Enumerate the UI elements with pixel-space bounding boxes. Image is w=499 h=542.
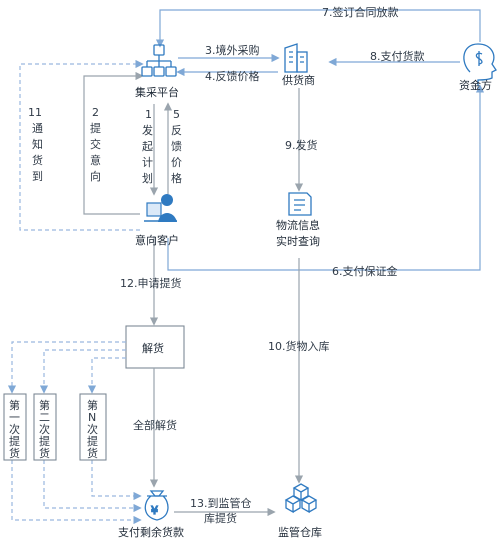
platform-label: 集采平台 [135,85,179,99]
fund-label: 资金方 [459,78,492,92]
pickup-2-char-4: 提 [39,435,50,448]
edge-6-label: 6.支付保证金 [332,264,398,278]
hierarchy-icon [141,44,177,77]
edge-1-char-4: 计 [142,156,153,169]
edge-7-contract-loan [155,9,481,48]
edge-11-char-1: 11 [28,106,42,119]
edge-2-submit-intent [83,71,144,215]
pickup-2-box [33,393,57,461]
edge-5-char-3: 馈 [171,140,182,153]
pickup-n-char-3: 次 [87,422,98,436]
edge-11-label: 11 通 知 货 到 [28,106,43,183]
edge-5-char-4: 价 [171,156,182,169]
edge-1-char-1: 1 [145,108,152,121]
branch-pickup-2 [39,349,126,394]
edge-1-char-2: 发 [142,123,153,137]
edge-2-char-5: 向 [90,169,101,183]
edge-3-label: 3.境外采购 [205,43,260,57]
edge-4-label: 4.反馈价格 [205,69,260,83]
edge-11-notify-arrival [19,59,144,231]
edge-5-label: 5 反 馈 价 格 [171,108,182,185]
edge-5-char-2: 反 [171,124,182,137]
customer-node: 意向客户 [135,194,179,247]
edge-11-char-2: 通 [32,122,43,135]
logistics-node: 物流信息 实时查询 [276,192,320,248]
edge-2-char-2: 提 [90,122,101,135]
document-icon [288,192,312,216]
edge-11-char-5: 到 [32,170,43,183]
edge-5-char-1: 5 [173,108,180,121]
edge-13-label-line-2: 库提货 [204,511,237,525]
cubes-icon [284,483,318,514]
pickup-n-char-2: N [88,411,96,424]
edge-1-char-3: 起 [142,140,153,153]
pickup-n-char-1: 第 [87,398,98,412]
pickup-1-char-3: 次 [9,422,20,436]
warehouse-label: 监管仓库 [278,525,322,539]
edge-2-label: 2 提 交 意 向 [90,106,101,183]
pickup-n-char-4: 提 [87,435,98,448]
payment-label: 支付剩余货款 [118,525,184,539]
edge-11-char-3: 知 [32,137,43,151]
workstation-icon [144,194,177,222]
pickup-2-char-3: 次 [39,422,50,436]
pickup-1-char-4: 提 [9,435,20,448]
pickup-n-box [79,393,107,461]
platform-node: 集采平台 [135,44,179,99]
edge-6-pay-deposit [167,84,485,271]
svg-text:¥: ¥ [151,504,158,517]
logistics-label-line-2: 实时查询 [276,234,320,248]
pickup-1-box [3,393,27,461]
edge-10-label: 10.货物入库 [268,339,330,353]
pickup-1-char-5: 货 [9,446,20,460]
branch-pickup-n [87,357,126,394]
edge-9-label: 9.发货 [285,138,318,152]
warehouse-node: 监管仓库 [278,483,322,539]
supplier-node: 供货商 [282,43,315,87]
release-box [125,325,185,369]
supplier-label: 供货商 [282,73,315,87]
pickup-2-to-payment [43,460,142,513]
logistics-label-line-1: 物流信息 [276,218,320,232]
edge-2-char-3: 交 [90,137,101,151]
edge-1-char-5: 划 [142,172,153,185]
edge-5-char-5: 格 [171,171,182,185]
pickup-n-char-5: 货 [87,446,98,460]
branch-pickup-1 [7,341,126,394]
pickup-2-char-1: 第 [39,398,50,412]
pickup-1-to-payment [11,460,142,525]
fund-node: 资金方 [459,43,497,92]
edge-1-label: 1 发 起 计 划 [142,108,153,185]
edge-2-char-1: 2 [92,106,99,119]
edge-11-char-4: 货 [32,153,43,167]
customer-label: 意向客户 [135,233,179,247]
payment-node: ¥ 支付剩余货款 [118,490,184,539]
money-bag-icon: ¥ [144,490,169,521]
edge-8-label: 8.支付货款 [370,49,425,63]
pickup-2-char-5: 货 [39,446,50,460]
release-label: 解货 [142,341,164,355]
edge-7-label: 7.签订合同放款 [322,5,399,19]
pickup-1-char-1: 第 [9,398,20,412]
pickup-1-char-2: 一 [9,411,20,424]
pickup-n-to-payment [91,460,142,501]
money-head-icon [463,43,497,86]
edge-13-label-line-1: 13.到监管仓 [190,496,252,510]
edge-2-char-4: 意 [90,153,101,167]
building-icon [284,43,308,73]
edge-12-label: 12.申请提货 [120,276,182,290]
pickup-2-char-2: 二 [39,411,50,424]
all-release-label: 全部解货 [133,418,177,432]
